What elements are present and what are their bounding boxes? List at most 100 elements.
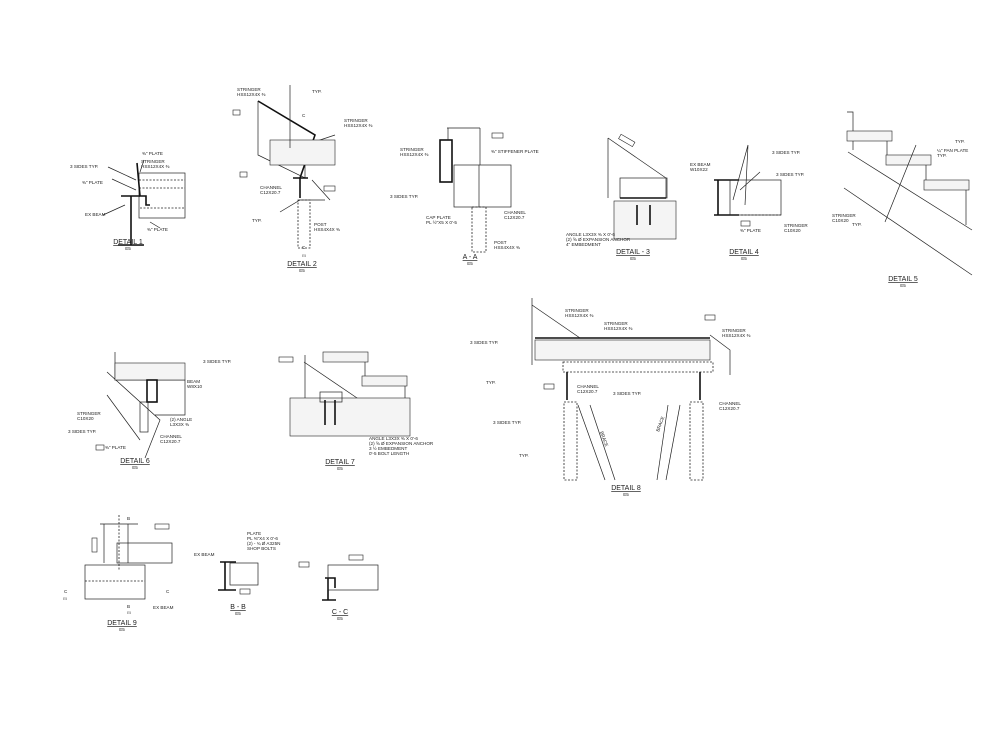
label: (2) ⅝ Ø EXPANSION ANCHOR (369, 441, 434, 446)
label: W8X10 (187, 384, 203, 389)
ex-beam-section (118, 195, 144, 246)
label: ⅜" PLATE (740, 228, 761, 233)
label: STRINGER (604, 321, 628, 326)
label: TYP. (252, 218, 262, 223)
detail-title: C - C (332, 609, 348, 616)
label: E5 (63, 597, 67, 601)
section-c-c: C - C E5 (298, 554, 379, 621)
label: C12X20.7 (160, 439, 181, 444)
label: TYP. (312, 89, 322, 94)
section-mark: C (302, 113, 306, 118)
label: SHOP BOLTS (247, 546, 276, 551)
detail-title: DETAIL 1 (113, 239, 143, 246)
detail-title: DETAIL 9 (107, 620, 137, 627)
label: HSS4X4X ⅜ (494, 245, 520, 250)
label: C12X20.7 (577, 389, 598, 394)
label: E5 (302, 254, 306, 258)
detail-2: STRINGER HSS12X4X ⅜ TYP. STRINGER HSS12X… (232, 85, 373, 273)
section-a-a: STRINGER HSS12X4X ⅜ ⅜" STIFFENER PLATE 3… (390, 127, 539, 266)
sheet-ref: E5 (630, 256, 636, 261)
label: 3 SIDES TYP. (470, 340, 498, 345)
label: EX BEAM (194, 552, 215, 557)
stringer (138, 172, 186, 219)
label: CHANNEL (577, 384, 599, 389)
detail-title: DETAIL 4 (729, 249, 759, 256)
label: ⅜" PLATE (82, 180, 103, 185)
detail-4: EX BEAM W10X22 3 SIDES TYP. 3 SIDES TYP.… (690, 144, 808, 261)
label: 3 ½ EMBEDMENT (369, 445, 407, 451)
label: C12X20.7 (504, 215, 525, 220)
label: C10X20 (832, 218, 849, 223)
label: W10X22 (690, 167, 708, 172)
detail-9: B B C C E5 E5 EX BEAM DETAIL 9 E5 (63, 515, 174, 632)
label: C10X20 (77, 416, 94, 421)
detail-title: DETAIL 5 (888, 276, 918, 283)
sheet-ref: E5 (900, 283, 906, 288)
label: CHANNEL (504, 210, 526, 215)
label: HSS12X4X ⅜ (141, 164, 170, 169)
sheet-ref: E5 (467, 261, 473, 266)
label: 3 SIDES TYP. (776, 172, 804, 177)
label: ANGLE L3X3X ⅜ X 0'-6 (369, 436, 418, 441)
sheet-ref: E5 (235, 611, 241, 616)
label: (2) ANGLE (170, 417, 192, 422)
detail-6: 3 SIDES TYP. BEAM W8X10 STRINGER C10X20 … (68, 352, 231, 470)
sheet-ref: E5 (132, 465, 138, 470)
section-mark: C (166, 589, 170, 594)
label: HSS12X4X ⅜ (400, 152, 429, 157)
label: BRACE (599, 431, 609, 448)
detail-7: ANGLE L3X3X ⅜ X 0'-6 (2) ⅝ Ø EXPANSION A… (278, 351, 434, 471)
sheet-ref: E5 (337, 466, 343, 471)
label: STRINGER (344, 118, 368, 123)
label: TYP. (486, 380, 496, 385)
label: HSS12X4X ⅜ (722, 333, 751, 338)
label: 3 SIDES TYP. (68, 429, 96, 434)
label: CAP PLATE (426, 215, 451, 220)
label: 0'-5 BOLT LENGTH (369, 451, 409, 456)
detail-title: DETAIL 8 (611, 485, 641, 492)
label: C12X20.7 (719, 406, 740, 411)
sheet-ref: E5 (337, 616, 343, 621)
detail-title: DETAIL - 3 (616, 249, 650, 256)
label: 3 SIDES TYP. (613, 391, 641, 396)
label: POST (494, 240, 507, 245)
label: ¼" PAN PLATE (937, 148, 968, 153)
detail-5: TYP. ¼" PAN PLATE TYP. STRINGER C10X20 T… (832, 111, 973, 288)
label: PLATE (247, 531, 261, 536)
label: HSS12X4X ⅜ (604, 326, 633, 331)
label: STRINGER (832, 213, 856, 218)
detail-title: DETAIL 2 (287, 261, 317, 268)
section-mark: C (302, 245, 306, 250)
detail-1: 3 SIDES TYP. ⅜" PLATE STRINGER HSS12X4X … (70, 151, 186, 251)
label: STRINGER (141, 159, 165, 164)
label: CHANNEL (719, 401, 741, 406)
label: ⅜" PLATE (105, 445, 126, 450)
detail-title: DETAIL 6 (120, 458, 150, 465)
label: STRINGER (565, 308, 589, 313)
label: EX BEAM (690, 162, 711, 167)
label: PL ½"X5 X 0'-5 (426, 219, 457, 225)
label: TYP. (955, 139, 965, 144)
label: ⅜" PLATE (142, 151, 163, 156)
label: ⅜" STIFFENER PLATE (491, 149, 539, 154)
label: PL ⅜"X4 X 0'-6 (247, 536, 278, 541)
section-mark: B (127, 516, 130, 521)
label: HSS12X4X ⅜ (565, 313, 594, 318)
label: CHANNEL (160, 434, 182, 439)
label: ⅜" PLATE (147, 227, 168, 232)
detail-3: ANGLE L3X3X ⅜ X 0'-6 (2) ⅝ Ø EXPANSION A… (566, 133, 677, 261)
label: (2) ⅝ Ø EXPANSION ANCHOR (566, 237, 631, 242)
sheet-ref: E5 (119, 627, 125, 632)
sheet-ref: E5 (299, 268, 305, 273)
section-mark: C (64, 589, 68, 594)
detail-title: B - B (230, 604, 246, 611)
label: TYP. (937, 153, 947, 158)
label: C10X20 (784, 228, 801, 233)
detail-8: STRINGER HSS12X4X ⅜ STRINGER HSS12X4X ⅜ … (470, 298, 751, 497)
label: 3 SIDES TYP. (203, 359, 231, 364)
label: TYP. (852, 222, 862, 227)
label: 3 SIDES TYP. (390, 194, 418, 199)
label: STRINGER (400, 147, 424, 152)
